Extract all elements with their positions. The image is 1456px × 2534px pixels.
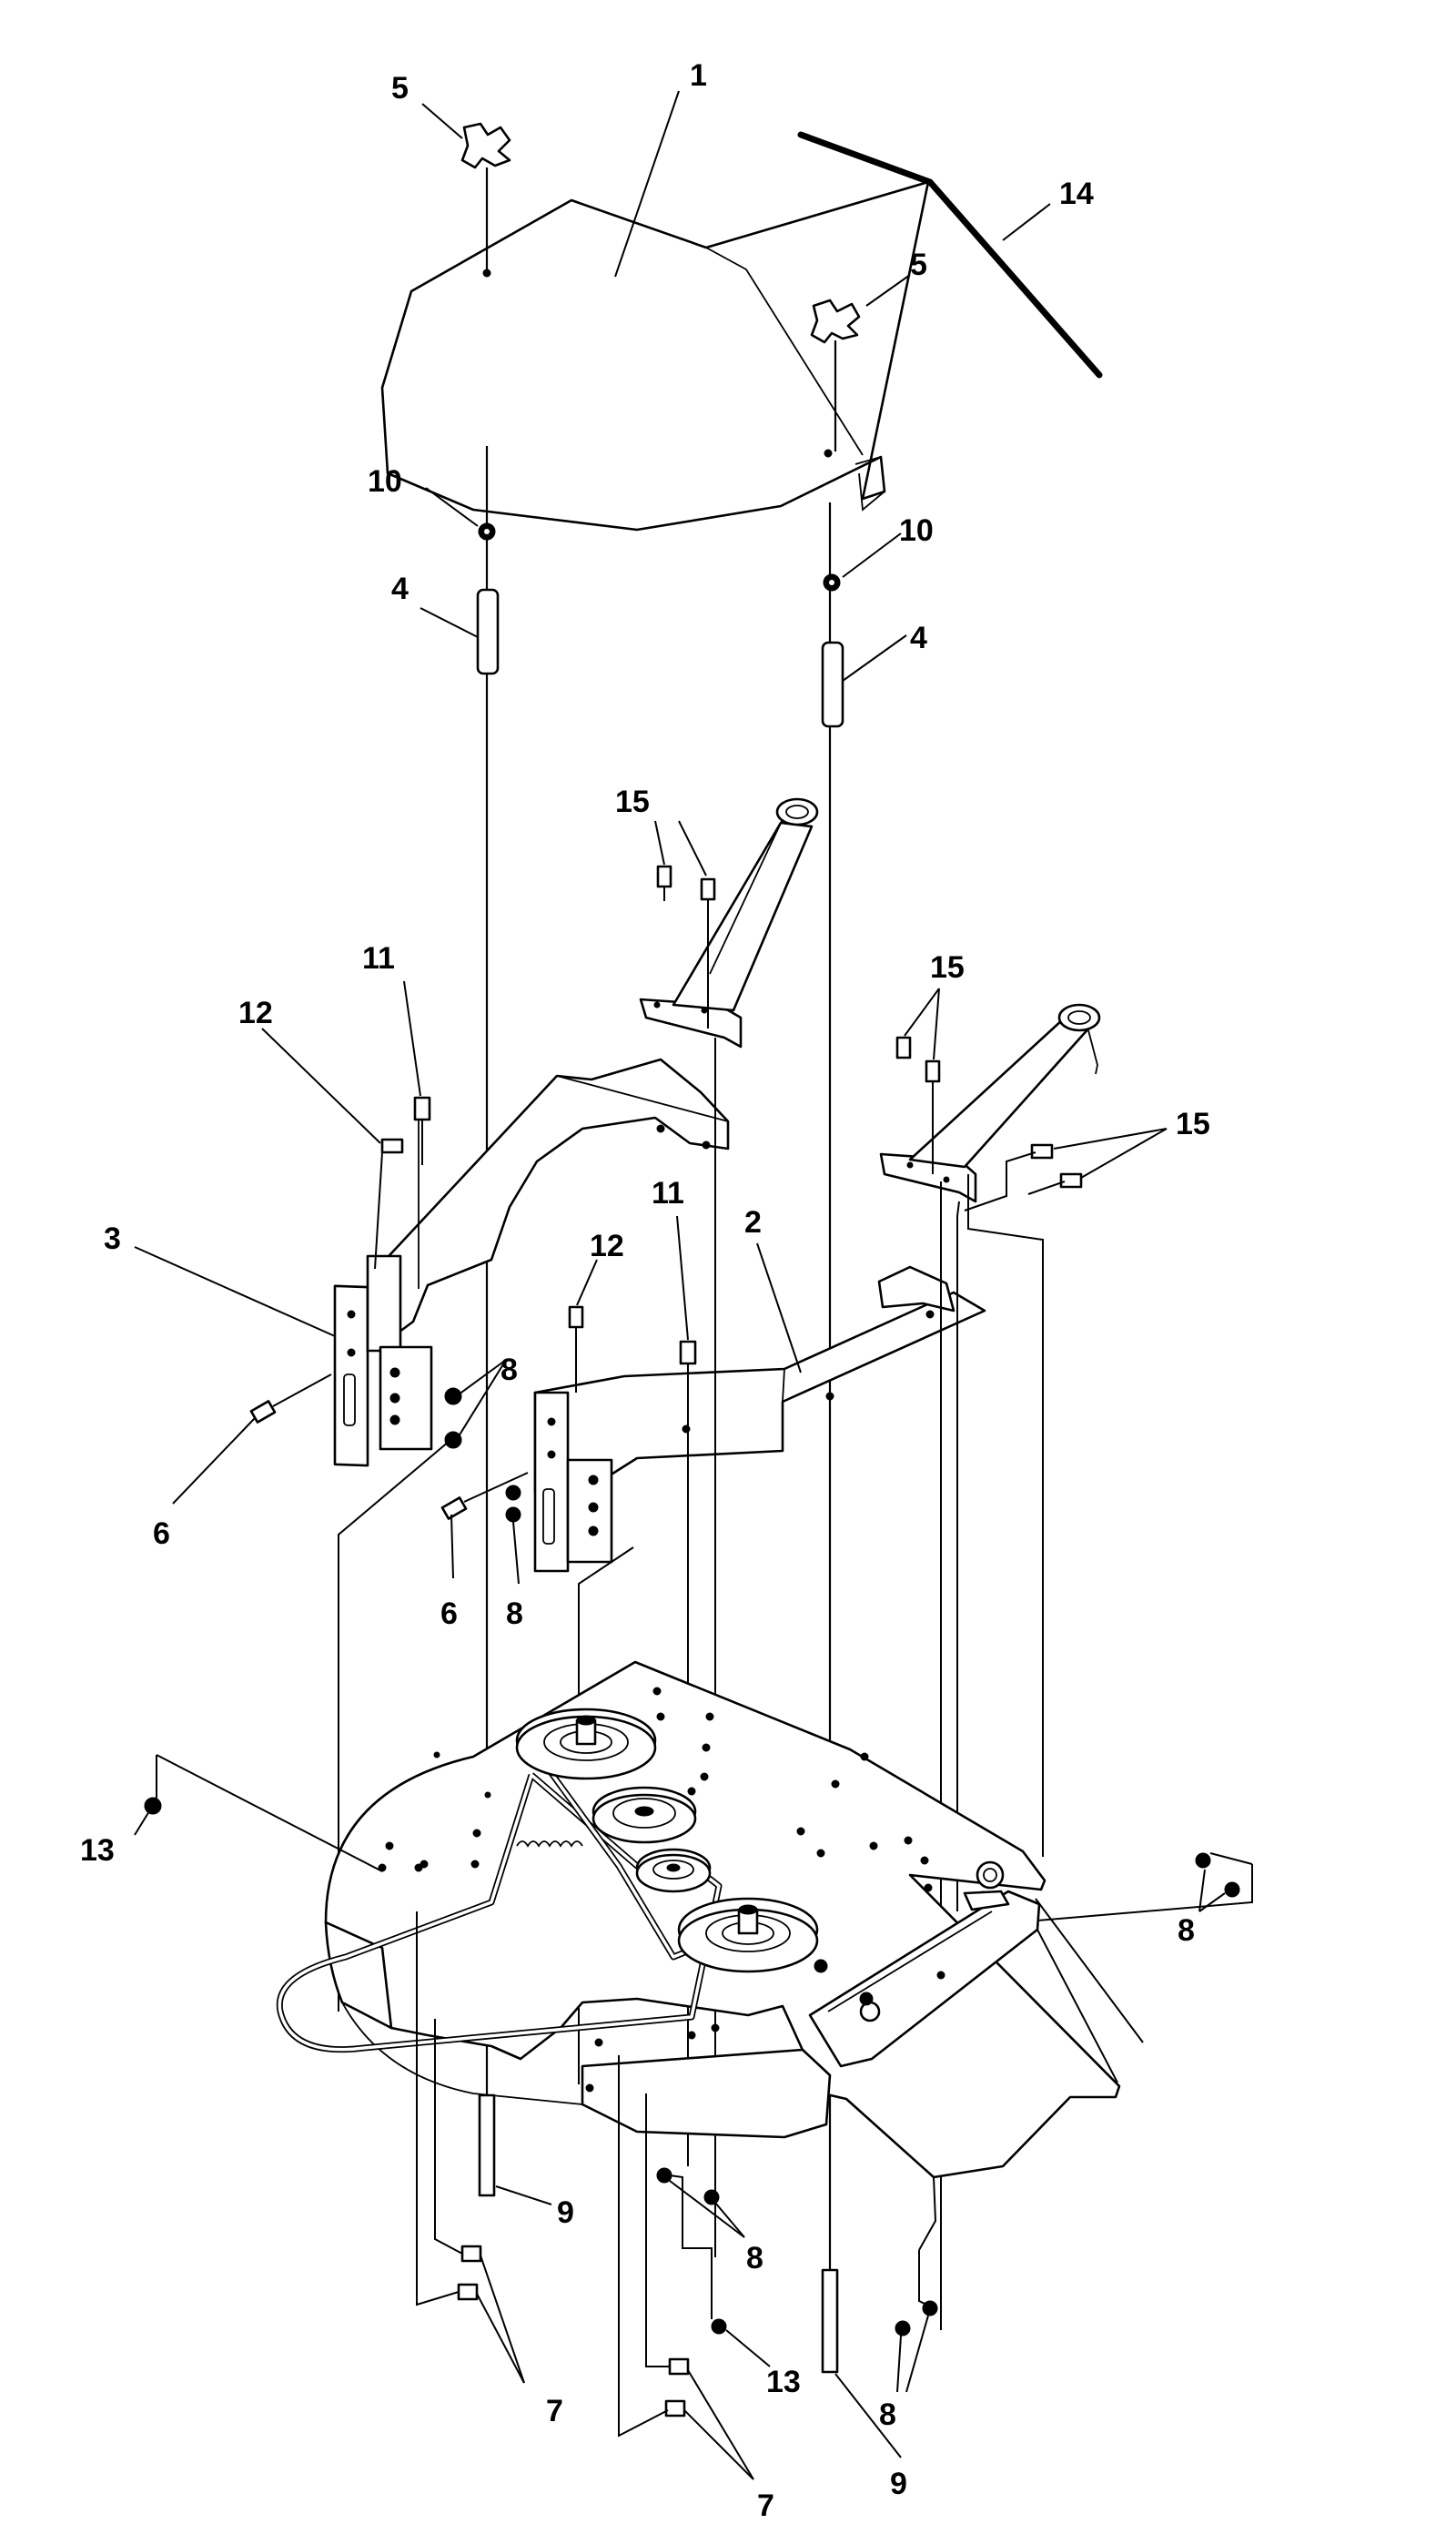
bolt-part-15-f <box>1059 1172 1083 1189</box>
mount-arm-upper <box>639 797 819 1049</box>
bolt-part-15-d <box>925 1059 941 1174</box>
callout-5-left: 5 <box>391 71 409 106</box>
callout-5-right: 5 <box>910 248 927 282</box>
callout-7-center: 7 <box>757 2488 774 2523</box>
callout-12-center: 12 <box>590 1229 624 1263</box>
bracket-part-3 <box>333 1058 730 1467</box>
pulley-large-left <box>515 1708 657 1780</box>
mount-arm-right <box>879 1003 1101 1203</box>
nut-part-8-d <box>505 1506 521 1523</box>
callout-13-upper: 13 <box>80 1833 115 1868</box>
knob-left-part-5 <box>460 122 511 269</box>
callout-8-center-low: 8 <box>746 2241 763 2276</box>
spacer-right-part-4 <box>821 641 844 728</box>
callout-6-center: 6 <box>440 1596 458 1631</box>
bolt-part-7-center-b <box>664 2399 686 2417</box>
callout-8-right-low: 8 <box>879 2397 896 2432</box>
callout-3: 3 <box>104 1221 121 1256</box>
bolt-part-11-left <box>413 1096 431 1165</box>
callout-4-left: 4 <box>391 572 409 606</box>
nut-part-8-j <box>1224 1881 1240 1898</box>
tension-spring <box>516 1840 583 1848</box>
pin-part-6-center <box>440 1472 529 1520</box>
pin-part-6-left <box>249 1373 332 1424</box>
callout-9-left: 9 <box>557 2195 574 2230</box>
deck-cover-part-1 <box>380 180 930 532</box>
bolt-part-12-center <box>568 1305 584 1393</box>
bracket-part-2 <box>533 1265 986 1573</box>
callout-8-lower-bracket: 8 <box>506 1596 523 1631</box>
nut-part-8-b <box>444 1431 462 1449</box>
bolt-part-15-b <box>700 877 716 1029</box>
bolt-part-12-left <box>374 1138 404 1270</box>
idler-arm-plate <box>808 1860 1041 2068</box>
callout-10-left: 10 <box>368 464 402 499</box>
bolt-part-7-center-a <box>668 2357 690 2376</box>
nut-part-8-a <box>444 1387 462 1405</box>
bolt-part-15-a <box>656 865 672 901</box>
bolt-part-7-left-a <box>460 2245 482 2263</box>
callout-leaders <box>134 90 1226 2480</box>
callout-2: 2 <box>744 1205 762 1240</box>
nut-part-8-i <box>1195 1852 1211 1869</box>
pulley-middle <box>592 1786 697 1844</box>
callout-6-left: 6 <box>153 1516 170 1551</box>
knob-right-part-5 <box>810 299 861 451</box>
nut-part-8-e <box>656 2167 672 2184</box>
nut-part-8-c <box>505 1485 521 1501</box>
callout-11-center: 11 <box>652 1176 684 1211</box>
bolt-part-15-c <box>895 1036 912 1059</box>
callout-1: 1 <box>690 58 707 93</box>
nut-part-8-f <box>703 2189 720 2205</box>
callout-12-left: 12 <box>238 996 273 1030</box>
bolt-rod-right-part-9 <box>821 2268 839 2374</box>
callout-14: 14 <box>1059 177 1094 211</box>
callout-8-upper: 8 <box>500 1353 518 1387</box>
callout-7-left: 7 <box>546 2394 563 2428</box>
callout-8-right: 8 <box>1178 1913 1195 1948</box>
nut-right-part-10 <box>823 573 841 592</box>
rod-part-14 <box>797 131 1103 379</box>
pulley-idler <box>635 1848 712 1893</box>
callout-9-right: 9 <box>890 2467 907 2501</box>
nut-part-13-lower <box>711 2318 727 2335</box>
bolt-part-7-left-b <box>457 2283 479 2301</box>
pulley-large-right <box>677 1897 819 1973</box>
callout-13-lower: 13 <box>766 2365 801 2399</box>
callout-4-right: 4 <box>910 621 927 655</box>
callout-numbers: 1 2 3 4 4 5 5 6 6 7 7 8 8 8 8 8 9 9 10 1… <box>80 58 1210 2523</box>
nut-part-8-g <box>895 2320 911 2336</box>
callout-15-right-top: 15 <box>930 950 965 985</box>
callout-15-upper: 15 <box>615 785 650 819</box>
callout-15-right-side: 15 <box>1176 1107 1210 1141</box>
spacer-left-part-4 <box>476 588 500 675</box>
bolt-part-15-e <box>1030 1143 1054 1160</box>
nut-left-part-10 <box>478 522 496 541</box>
callout-10-right: 10 <box>899 513 934 548</box>
nut-part-13-upper <box>144 1797 162 1815</box>
callout-11-left: 11 <box>362 941 395 976</box>
bolt-rod-left-part-9 <box>478 2093 496 2197</box>
